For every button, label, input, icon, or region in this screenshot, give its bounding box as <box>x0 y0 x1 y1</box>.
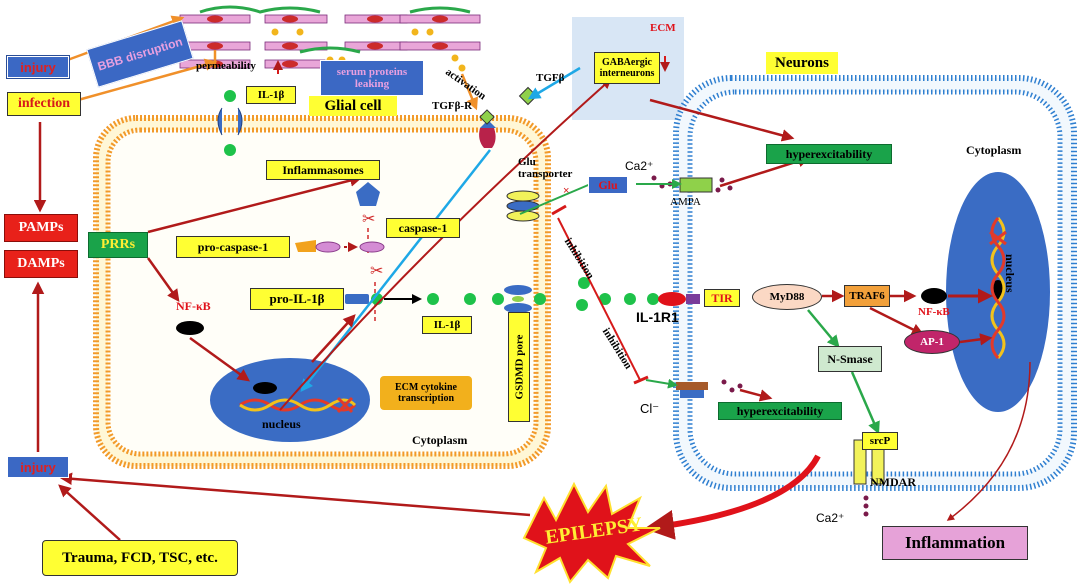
cl-label: Cl⁻ <box>640 401 660 416</box>
infection-box: infection <box>7 92 81 116</box>
gsdmd-pore-label: GSDMD pore <box>513 334 526 400</box>
permeability-label: permeability <box>196 60 256 72</box>
glu-transporter-label-2: transporter <box>518 168 573 181</box>
neuron-nfkb-label: NF-κB <box>918 306 950 318</box>
il1b-glia-box: IL-1β <box>422 316 472 334</box>
glu-neuron-box: Glu <box>588 176 628 194</box>
nmdar-label: NMDAR <box>870 475 916 489</box>
inflammasome-icon <box>356 182 380 206</box>
ap1-box: AP-1 <box>904 330 960 354</box>
ampa-label: AMPA <box>670 196 701 208</box>
gaba-box: GABAergic interneurons <box>594 52 660 84</box>
tgfb-label: TGFβ <box>536 72 565 84</box>
inflammasomes-box: Inflammasomes <box>266 160 380 180</box>
gsdmd-pore-box: GSDMD pore <box>508 312 530 422</box>
glial-nfkb-oval <box>176 321 204 335</box>
hyperexcitability-top-box: hyperexcitability <box>766 144 892 164</box>
glu-transporter-label: Glu transporter <box>518 156 572 180</box>
proil1b-shape <box>345 294 369 304</box>
damps-box: DAMPs <box>4 250 78 278</box>
glial-cytoplasm-label: Cytoplasm <box>412 433 468 447</box>
glu-transporter-icon <box>506 190 540 222</box>
hyperexcitability-bottom-box: hyperexcitability <box>718 402 842 420</box>
proil1b-box: pro-IL-1β <box>250 288 344 310</box>
glial-dna-icon <box>239 396 357 414</box>
scissors-icon-1: ✂ <box>362 211 375 228</box>
ca-top-label: Ca2⁺ <box>625 159 654 173</box>
il1b-top-label: IL-1β <box>246 86 296 104</box>
srcp-box: srcP <box>862 432 898 450</box>
tir-box: TIR <box>704 289 740 307</box>
cl-channel-icon <box>676 382 708 398</box>
prrs-box: PRRs <box>88 232 148 258</box>
pamps-box: PAMPs <box>4 214 78 242</box>
trauma-box: Trauma, FCD, TSC, etc. <box>42 540 238 576</box>
inflammation-box: Inflammation <box>882 526 1028 560</box>
glial-cell-title: Glial cell <box>309 96 397 116</box>
serum-proteins-label: serum proteins leaking <box>336 66 408 90</box>
nsmase-box: N-Smase <box>818 346 882 372</box>
neuron-dna-icon <box>989 217 1007 359</box>
neuron-cytoplasm-label: Cytoplasm <box>966 143 1022 157</box>
procaspase1-box: pro-caspase-1 <box>176 236 290 258</box>
injury-top-box: injury <box>7 56 69 78</box>
glu-transporter-label-1: Glu <box>518 156 536 168</box>
cross-mark-icon: × <box>563 185 569 197</box>
traf6-box: TRAF6 <box>844 285 890 307</box>
ecm-transcription-box: ECM cytokine transcription <box>380 376 472 410</box>
scissors-icon-2: ✂ <box>370 263 383 280</box>
neuron-nfkb-oval <box>921 288 947 304</box>
gsdmd-pore-icon <box>504 285 532 313</box>
il1r1-receptor-icon <box>658 292 700 306</box>
neurons-title: Neurons <box>766 52 838 74</box>
glial-nucleus-label: nucleus <box>262 417 301 431</box>
gaba-label: GABAergic interneurons <box>599 57 655 79</box>
serum-proteins-box: serum proteins leaking <box>320 60 424 96</box>
ecm-transcription-label: ECM cytokine transcription <box>395 382 457 404</box>
glial-nfkb-label: NF-κB <box>176 299 211 313</box>
neuron-nucleus-label: nucleus <box>1003 254 1017 293</box>
il1r1-label: IL-1R1 <box>636 309 679 325</box>
injury-bottom-box: injury <box>7 456 69 478</box>
caspase-shape <box>359 241 385 253</box>
glial-il1b-channel <box>217 90 243 156</box>
ecm-title: ECM <box>650 22 676 34</box>
caspase1-box: caspase-1 <box>386 218 460 238</box>
il1b-dots <box>427 277 659 311</box>
tgfbr-label: TGFβ-R <box>432 100 473 112</box>
procaspase-shape <box>295 240 316 252</box>
myd88-box: MyD88 <box>752 284 822 310</box>
ca-bottom-label: Ca2⁺ <box>816 511 845 525</box>
